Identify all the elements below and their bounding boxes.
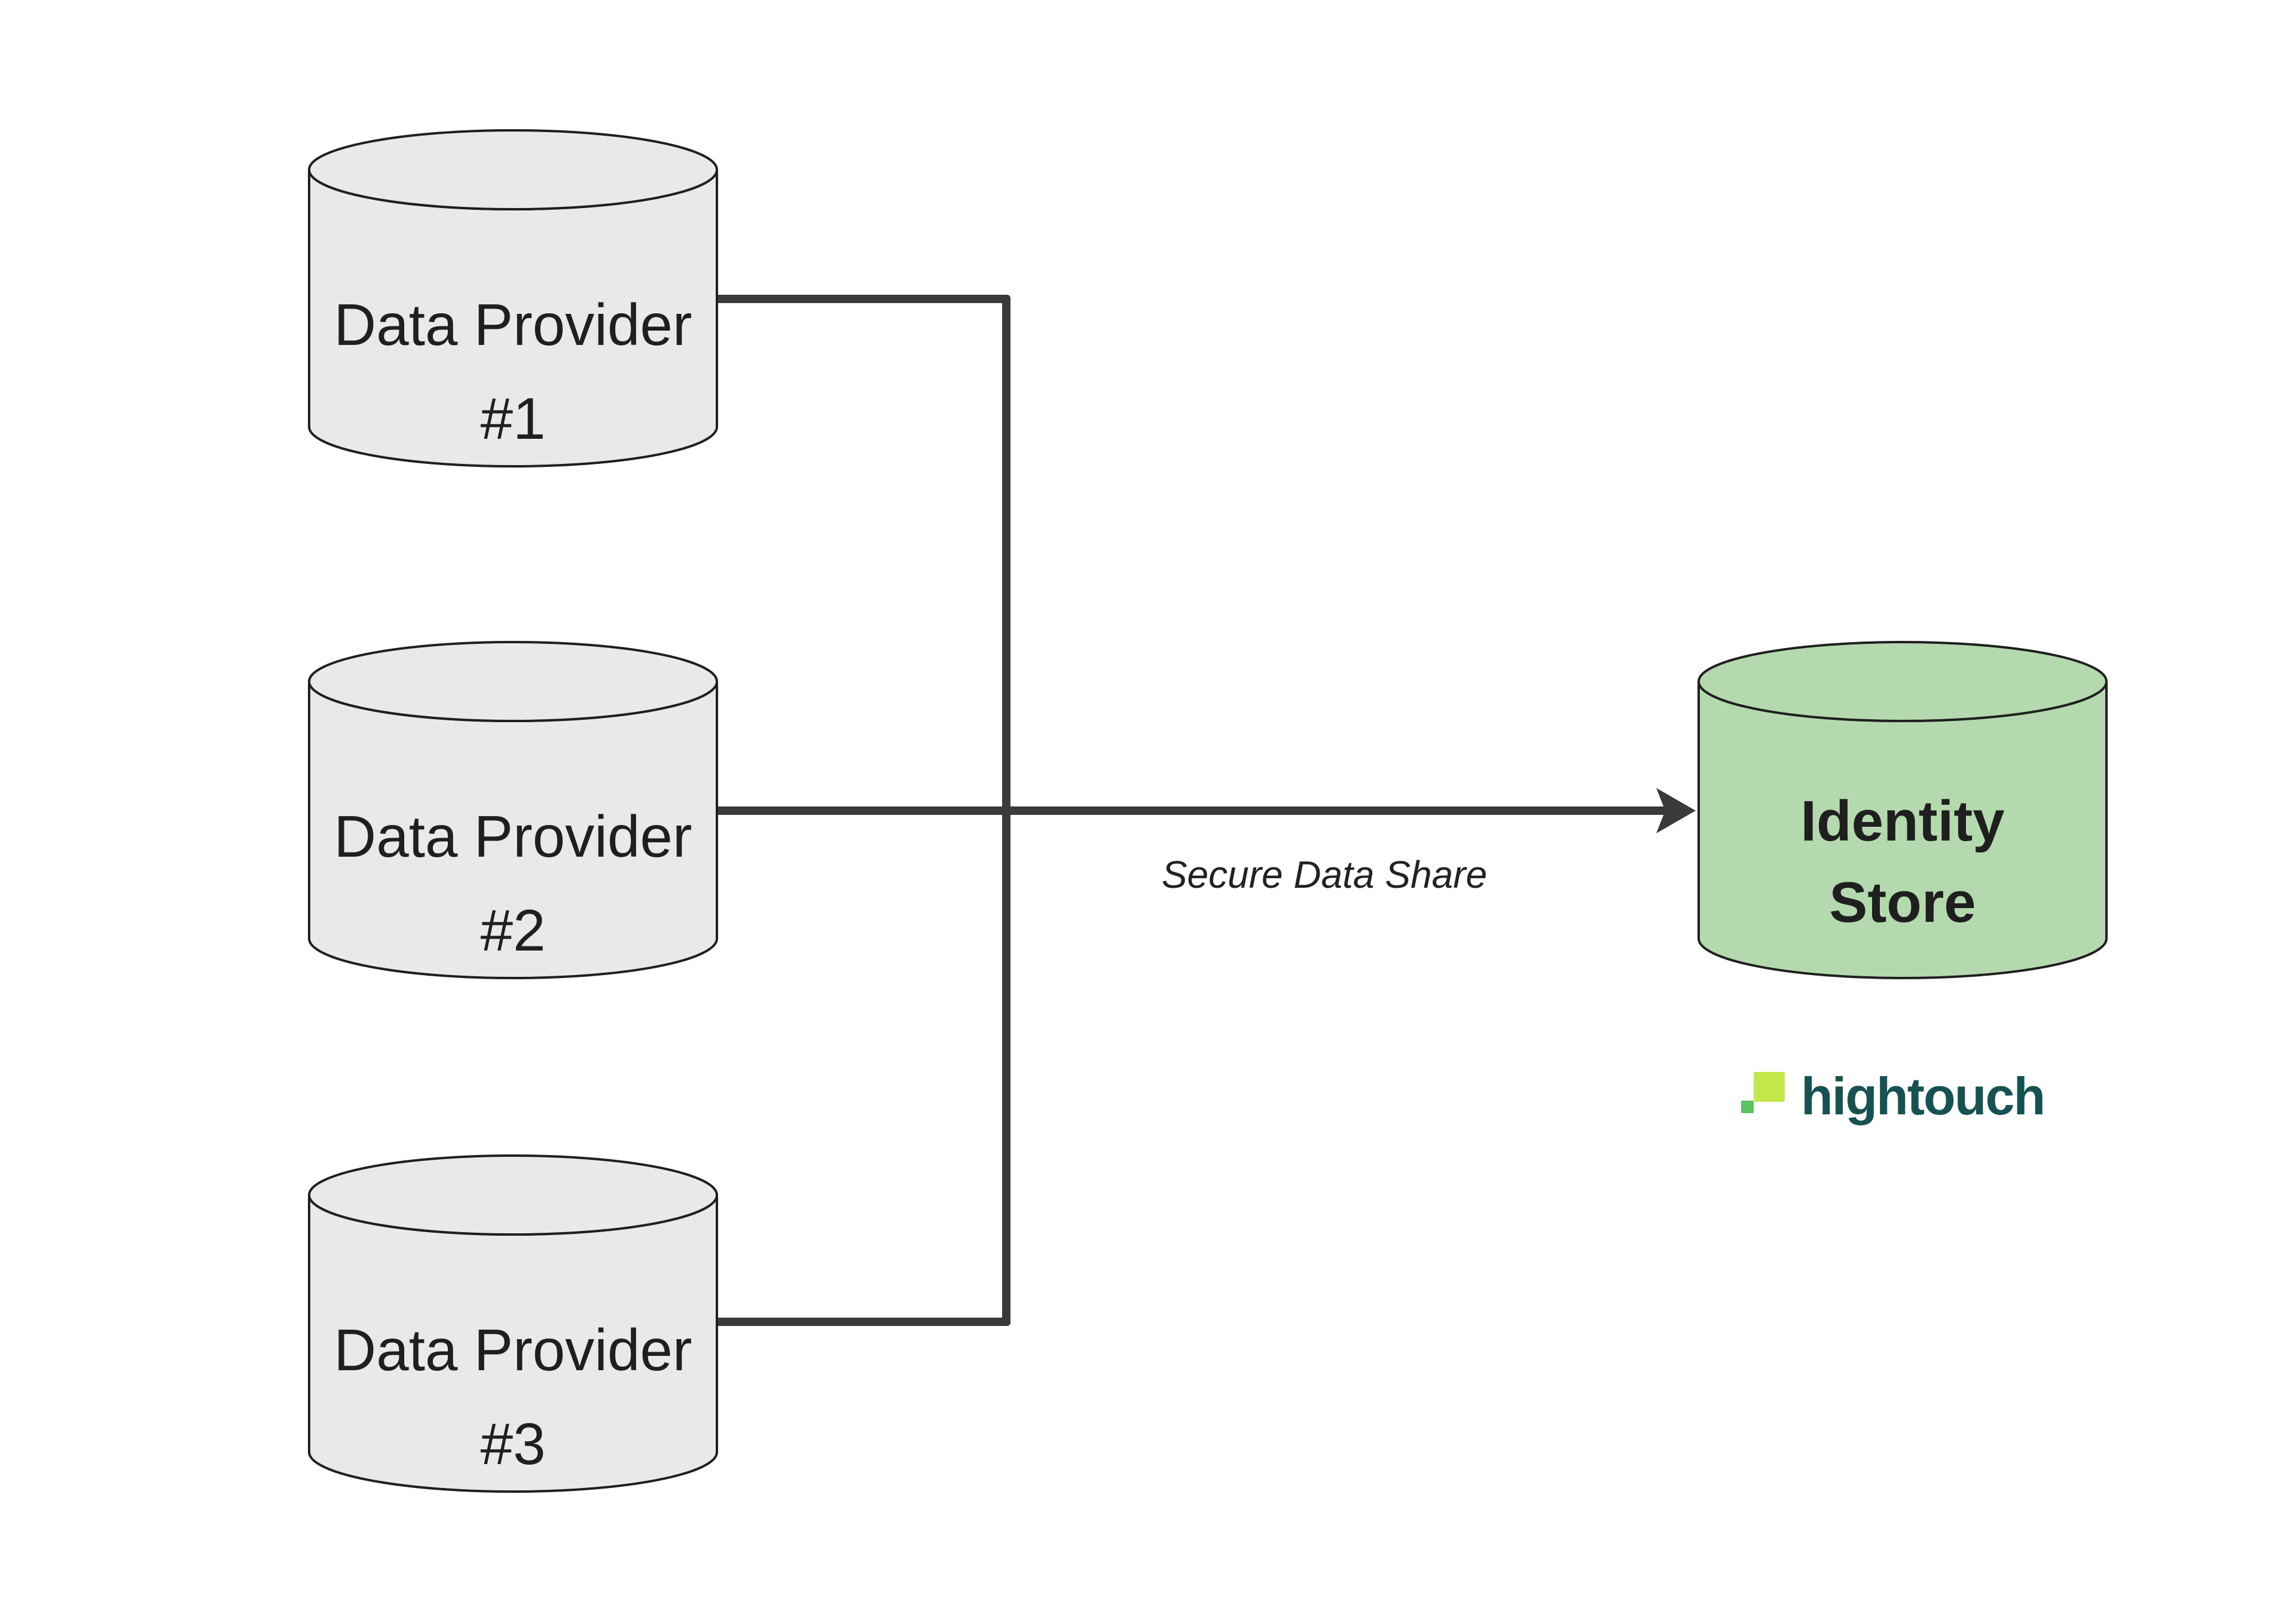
cylinder-top-shape: [308, 129, 718, 210]
arrowhead-shape: [1656, 788, 1696, 833]
data-provider-3-label-line2: #3: [480, 1411, 546, 1477]
identity-store-label: Identity Store: [1697, 781, 2108, 943]
hightouch-logo-text: hightouch: [1801, 1067, 2045, 1126]
edge-label-secure-data-share: Secure Data Share: [1161, 853, 1488, 896]
data-provider-2-label-line1: Data Provider: [334, 803, 692, 869]
identity-store-label-line2: Store: [1829, 870, 1976, 934]
cylinder-top-shape: [308, 641, 718, 722]
data-provider-2-label-line2: #2: [480, 897, 546, 963]
data-provider-2-label: Data Provider #2: [307, 790, 719, 977]
data-provider-1-label-line1: Data Provider: [334, 292, 692, 358]
data-provider-3-label-line1: Data Provider: [334, 1317, 692, 1383]
hightouch-logo: hightouch: [1737, 1067, 2072, 1133]
hightouch-logo-square-small: [1741, 1101, 1754, 1113]
cylinder-top-shape: [308, 1154, 718, 1236]
data-provider-1-cylinder: [308, 129, 718, 468]
cylinder-top-shape: [1697, 641, 2108, 722]
data-provider-1-label-line2: #1: [480, 386, 546, 451]
data-provider-3-label: Data Provider #3: [307, 1303, 719, 1491]
hightouch-logo-mark: [1737, 1067, 1791, 1121]
identity-store-cylinder: [1697, 641, 2108, 979]
connector-provider3-to-trunk: [716, 1318, 1010, 1326]
arrowhead-icon: [1656, 788, 1696, 833]
data-provider-1-label: Data Provider #1: [307, 278, 719, 466]
connector-provider1-to-trunk: [716, 295, 1010, 303]
hightouch-logo-square-large: [1754, 1072, 1785, 1102]
data-provider-3-cylinder: [308, 1154, 718, 1493]
connector-main-arrow-shaft: [716, 806, 1668, 815]
data-provider-2-cylinder: [308, 641, 718, 979]
identity-store-label-line1: Identity: [1800, 789, 2005, 853]
